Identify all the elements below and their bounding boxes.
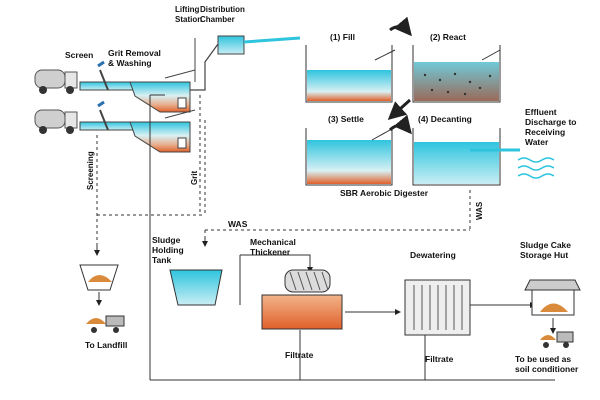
label-react: (2) React	[430, 32, 466, 42]
truck-bottom-icon	[34, 109, 78, 134]
label-grit: Grit	[190, 170, 199, 185]
storage-hut	[524, 279, 581, 316]
grit-tank-top	[129, 69, 196, 113]
label-cake-2: Storage Hut	[520, 250, 568, 260]
arrow-settle-to-decant	[388, 114, 412, 135]
label-mech-1: Mechanical	[250, 237, 296, 247]
label-lifting: Lifting	[175, 5, 200, 14]
sbr-decanting-tank	[412, 128, 520, 186]
label-filtrate-1: Filtrate	[285, 350, 314, 360]
water-waves-icon	[517, 157, 555, 179]
label-sludge-holding-1: Sludge	[152, 235, 181, 245]
label-lifting-2: Station	[175, 15, 202, 24]
label-was-horizontal: WAS	[228, 219, 248, 229]
label-sludge-holding-3: Tank	[152, 255, 171, 265]
label-soil-2: soil conditioner	[515, 364, 579, 374]
dewatering-press	[404, 279, 471, 336]
label-effluent-1: Effluent	[525, 107, 557, 117]
label-dewatering: Dewatering	[410, 250, 456, 260]
arrow-fill-to-react	[389, 16, 412, 37]
label-sbr: SBR Aerobic Digester	[340, 188, 429, 198]
truck-top-icon	[34, 69, 78, 94]
label-sludge-holding-2: Holding	[152, 245, 184, 255]
label-distribution-2: Chamber	[200, 15, 235, 24]
label-effluent-4: Water	[525, 137, 549, 147]
label-cake-1: Sludge Cake	[520, 240, 571, 250]
grit-tank-bottom	[129, 109, 196, 153]
thickener-drum	[284, 269, 331, 293]
label-grit-removal-2: & Washing	[108, 58, 152, 68]
label-screen: Screen	[65, 50, 93, 60]
thickener-tank	[261, 294, 343, 330]
loader-truck-left-icon	[86, 315, 125, 333]
label-soil-1: To be used as	[515, 354, 571, 364]
label-grit-removal: Grit Removal	[108, 48, 161, 58]
label-mech-2: Thickener	[250, 247, 291, 257]
sbr-react-tank	[412, 45, 501, 103]
label-landfill: To Landfill	[85, 340, 127, 350]
label-settle: (3) Settle	[328, 114, 364, 124]
label-filtrate-2: Filtrate	[425, 354, 454, 364]
label-effluent-3: Receiving	[525, 127, 565, 137]
label-distribution: Distribution	[200, 5, 245, 14]
sludge-holding-tank	[169, 269, 241, 306]
loader-truck-right-icon	[540, 331, 574, 348]
filtrate-lines	[149, 94, 555, 381]
arrow-react-to-settle	[387, 98, 412, 121]
screening-bin	[79, 264, 119, 291]
screen-channel-bottom	[79, 100, 136, 131]
sbr-settle-tank	[305, 128, 393, 186]
label-was-vertical: WAS	[475, 201, 484, 220]
label-screening: Screening	[86, 151, 95, 190]
label-decanting: (4) Decanting	[418, 114, 472, 124]
label-effluent-2: Discharge to	[525, 117, 577, 127]
distribution-chamber	[217, 35, 301, 55]
sbr-fill-tank	[305, 45, 396, 103]
label-fill: (1) Fill	[330, 32, 355, 42]
